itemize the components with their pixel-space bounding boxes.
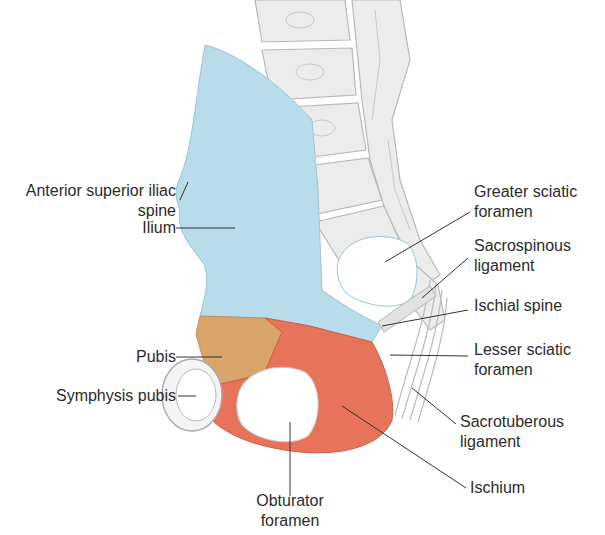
anatomy-label: Symphysis pubis	[6, 386, 176, 406]
anatomy-label: Sacrospinous ligament	[474, 236, 600, 276]
anatomy-label: Ischium	[470, 478, 590, 498]
anatomy-label: Ischial spine	[474, 296, 600, 316]
anatomy-label: Greater sciatic foramen	[474, 182, 600, 222]
anatomy-label: Anterior superior iliac spine	[16, 181, 176, 221]
anatomy-label: Obturator foramen	[240, 491, 340, 531]
anatomy-label: Lesser sciatic foramen	[474, 340, 600, 380]
anatomy-label: Pubis	[16, 347, 176, 367]
anatomy-label: Ilium	[16, 218, 176, 238]
anatomy-label: Sacrotuberous ligament	[460, 412, 590, 452]
